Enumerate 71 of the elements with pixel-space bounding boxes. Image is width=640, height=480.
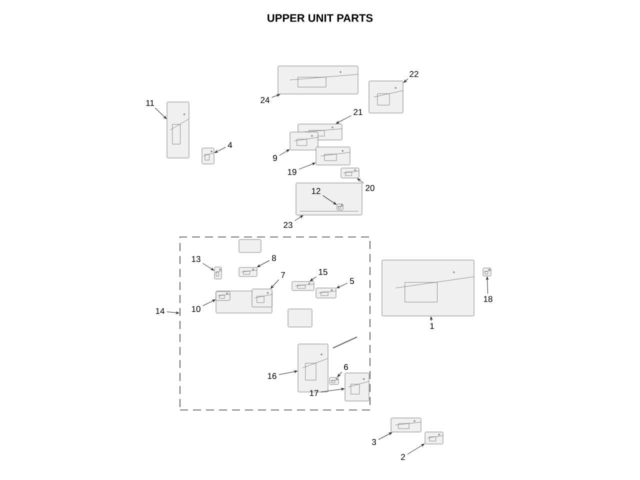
leader-line (378, 432, 392, 440)
leader-line (278, 370, 298, 375)
part-drawing (296, 182, 362, 216)
leader-line (357, 178, 364, 184)
callout-number: 9 (273, 155, 277, 161)
part-drawing (292, 281, 314, 291)
callout-number: 7 (281, 272, 285, 278)
leader-line (310, 276, 316, 282)
leader-line (486, 276, 488, 294)
leader-line (407, 444, 424, 455)
part-drawing (238, 267, 258, 277)
callout-number: 24 (260, 97, 270, 103)
part-drawing (214, 266, 222, 280)
part-drawing (382, 260, 474, 316)
leader-line (154, 108, 167, 119)
callout-number: 22 (410, 71, 418, 77)
part-drawing (290, 132, 318, 150)
leader-line (214, 146, 226, 153)
callout-number: 1 (430, 323, 434, 329)
callout-number: 16 (268, 373, 276, 379)
part-drawing (278, 66, 358, 94)
callout-number: 20 (366, 185, 374, 191)
callout-number: 6 (344, 364, 348, 370)
callout-number: 3 (372, 439, 376, 445)
part-drawing (316, 288, 336, 298)
part-drawing (482, 268, 492, 276)
callout-number: 21 (354, 109, 362, 115)
leader-line (320, 388, 344, 392)
leader-line (270, 279, 280, 289)
part-drawing (390, 418, 422, 432)
part-drawing (340, 168, 360, 178)
callout-number: 4 (228, 142, 232, 148)
leader-line (202, 300, 216, 306)
callout-number: 19 (288, 169, 296, 175)
callout-number: 23 (284, 222, 292, 228)
callout-number: 10 (192, 306, 200, 312)
part-drawing (252, 288, 272, 308)
leader-line (202, 263, 214, 271)
callout-number: 12 (312, 188, 320, 194)
leader-line (404, 78, 408, 83)
callout-number: 13 (192, 256, 200, 262)
callout-number: 17 (310, 390, 318, 396)
leader-line (294, 215, 304, 221)
callout-number: 15 (318, 269, 328, 275)
callout-number: 14 (156, 308, 164, 314)
part-drawing (202, 148, 214, 164)
part-drawing (329, 377, 339, 385)
part-drawing (344, 372, 370, 402)
leader-line (430, 316, 432, 322)
leader-line (279, 149, 290, 156)
leader-line (298, 162, 316, 170)
callout-number: 5 (350, 278, 354, 284)
leader-line (257, 260, 270, 268)
title: UPPER UNIT PARTS (268, 14, 373, 22)
part-drawing (424, 432, 444, 444)
leader-line (322, 195, 336, 205)
callout-number: 8 (272, 255, 276, 261)
part-drawing (216, 291, 230, 301)
leader-line (336, 115, 352, 124)
callout-number: 11 (146, 100, 154, 106)
part-drawing (166, 102, 190, 158)
dashed-group-frame (180, 236, 370, 410)
part-drawing (336, 204, 344, 210)
leader-line (337, 372, 342, 378)
part-drawing (368, 80, 404, 114)
leader-line (166, 312, 180, 314)
callout-number: 2 (401, 454, 405, 460)
callout-number: 18 (484, 296, 492, 302)
leader-line (336, 282, 348, 288)
leader-line (272, 94, 280, 98)
part-drawing (316, 146, 350, 166)
